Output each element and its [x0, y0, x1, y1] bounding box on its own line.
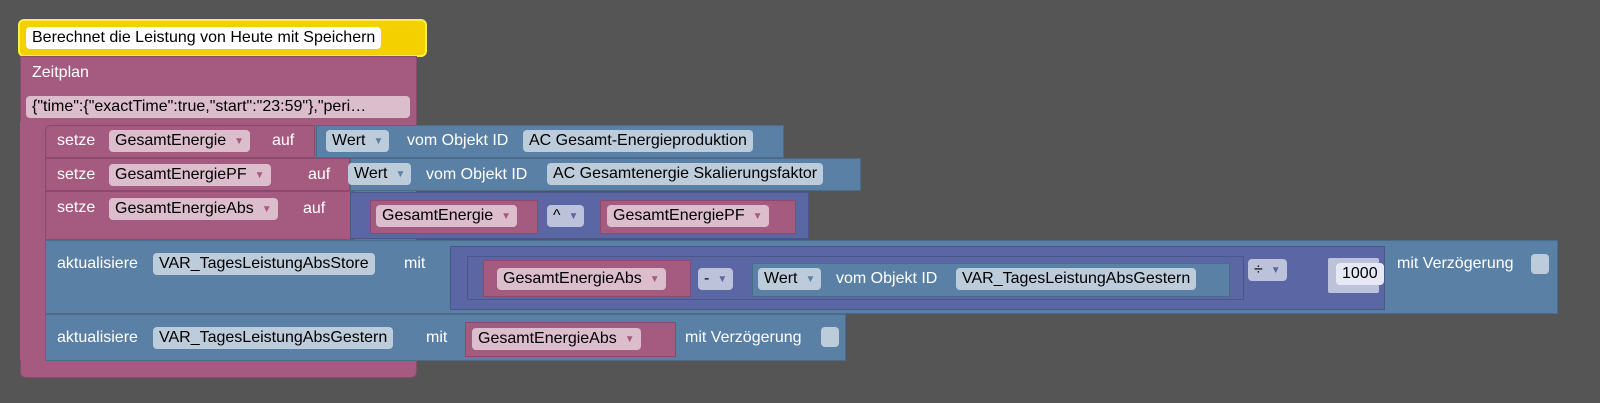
- with-label: mit: [404, 255, 426, 272]
- dropdown-arrow-icon: ▼: [805, 274, 816, 285]
- dropdown-arrow-icon: ▼: [395, 169, 406, 180]
- dropdown-arrow-icon: ▼: [234, 136, 245, 147]
- operator-dropdown[interactable]: ÷▼: [1248, 259, 1287, 281]
- delay-checkbox[interactable]: [821, 327, 839, 347]
- target-field[interactable]: VAR_TagesLeistungAbsGestern: [153, 327, 394, 349]
- property-name: Wert: [764, 270, 798, 287]
- property-name: Wert: [354, 165, 388, 182]
- operator: ^: [553, 207, 561, 224]
- dropdown-arrow-icon: ▼: [1270, 265, 1281, 276]
- dropdown-arrow-icon: ▼: [373, 136, 384, 147]
- number-field[interactable]: 1000: [1336, 263, 1384, 285]
- variable-name: GesamtEnergieAbs: [115, 200, 254, 217]
- object-id-field[interactable]: AC Gesamt-Energieproduktion: [523, 130, 753, 152]
- schedule-label: Zeitplan: [32, 64, 89, 81]
- variable-name: GesamtEnergiePF: [613, 207, 745, 224]
- operator-dropdown[interactable]: -▼: [698, 268, 734, 290]
- operator-dropdown[interactable]: ^▼: [547, 205, 585, 227]
- operator: -: [704, 270, 710, 287]
- update-label: aktualisiere: [57, 255, 138, 272]
- operator: ÷: [1254, 261, 1263, 278]
- variable-dropdown[interactable]: GesamtEnergiePF ▼: [109, 164, 271, 186]
- variable-dropdown[interactable]: GesamtEnergie ▼: [376, 205, 518, 227]
- from-object-label: vom Objekt ID: [407, 132, 509, 149]
- property-dropdown[interactable]: Wert ▼: [758, 268, 822, 290]
- property-dropdown[interactable]: Wert ▼: [326, 130, 390, 152]
- variable-dropdown[interactable]: GesamtEnergieAbs ▼: [109, 198, 278, 220]
- variable-dropdown[interactable]: GesamtEnergieAbs ▼: [497, 268, 666, 290]
- set-label: setze: [57, 199, 96, 216]
- schedule-spine: [20, 122, 46, 360]
- variable-dropdown[interactable]: GesamtEnergie ▼: [109, 130, 251, 152]
- variable-name: GesamtEnergie: [382, 207, 494, 224]
- variable-name: GesamtEnergieAbs: [478, 330, 617, 347]
- variable-name: GesamtEnergieAbs: [503, 270, 642, 287]
- dropdown-arrow-icon: ▼: [501, 211, 512, 222]
- property-dropdown[interactable]: Wert ▼: [348, 163, 412, 185]
- object-id-field[interactable]: VAR_TagesLeistungAbsGestern: [956, 268, 1197, 290]
- to-label: auf: [303, 200, 326, 217]
- variable-dropdown[interactable]: GesamtEnergieAbs ▼: [472, 328, 641, 350]
- variable-dropdown[interactable]: GesamtEnergiePF ▼: [607, 205, 769, 227]
- to-label: auf: [272, 132, 295, 149]
- dropdown-arrow-icon: ▼: [624, 334, 635, 345]
- from-object-label: vom Objekt ID: [836, 270, 938, 287]
- dropdown-arrow-icon: ▼: [261, 204, 272, 215]
- dropdown-arrow-icon: ▼: [752, 211, 763, 222]
- variable-name: GesamtEnergie: [115, 132, 227, 149]
- object-id-field[interactable]: AC Gesamtenergie Skalierungsfaktor: [547, 163, 824, 185]
- set-label: setze: [57, 132, 96, 149]
- dropdown-arrow-icon: ▼: [717, 274, 728, 285]
- variable-name: GesamtEnergiePF: [115, 166, 247, 183]
- comment-text[interactable]: Berechnet die Leistung von Heute mit Spe…: [26, 27, 382, 49]
- dropdown-arrow-icon: ▼: [568, 211, 579, 222]
- target-field[interactable]: VAR_TagesLeistungAbsStore: [153, 253, 375, 275]
- with-label: mit: [426, 329, 448, 346]
- update-label: aktualisiere: [57, 329, 138, 346]
- schedule-value-field[interactable]: {"time":{"exactTime":true,"start":"23:59…: [26, 96, 410, 118]
- from-object-label: vom Objekt ID: [426, 166, 528, 183]
- property-name: Wert: [332, 132, 366, 149]
- delay-checkbox[interactable]: [1531, 254, 1549, 274]
- dropdown-arrow-icon: ▼: [649, 274, 660, 285]
- set-label: setze: [57, 166, 96, 183]
- to-label: auf: [308, 166, 331, 183]
- dropdown-arrow-icon: ▼: [254, 170, 265, 181]
- delay-label: mit Verzögerung: [685, 329, 802, 346]
- delay-label: mit Verzögerung: [1397, 255, 1514, 272]
